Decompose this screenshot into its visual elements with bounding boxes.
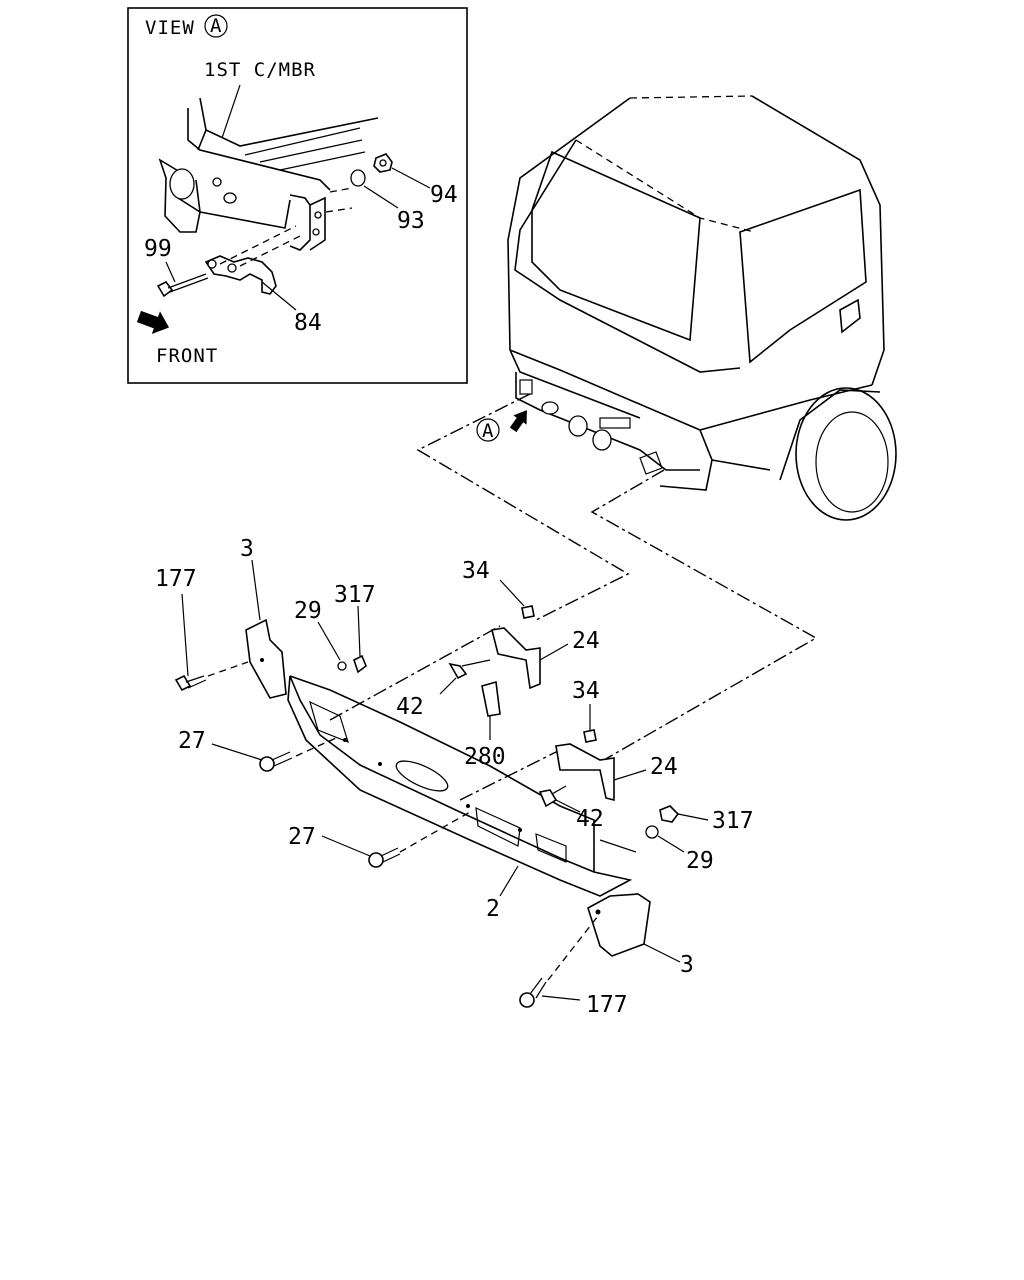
leader-42-upper: [439, 677, 457, 695]
callout-24-upper: 24: [572, 628, 600, 654]
view-a-letter: A: [482, 420, 494, 442]
leader-box-right: [589, 469, 818, 769]
callout-34-upper: 34: [462, 558, 490, 584]
view-a-circle: [476, 418, 500, 442]
leader-3-lower: [643, 943, 681, 963]
washer-29-lower: [645, 825, 659, 839]
callout-24-lower: 24: [650, 754, 678, 780]
front-wheel: [795, 387, 897, 521]
callout-94: 94: [430, 182, 458, 208]
callout-29-upper: 29: [294, 598, 322, 624]
callout-27-lower: 27: [288, 824, 316, 850]
bracket-24-upper: [491, 627, 541, 690]
callout-93: 93: [397, 208, 425, 234]
callout-27-upper: 27: [178, 728, 206, 754]
washer-29-upper: [337, 661, 347, 671]
callout-280: 280: [464, 744, 506, 770]
leader-84: [261, 281, 297, 311]
crossmember-drawing: [158, 97, 379, 251]
callout-317-upper: 317: [334, 582, 376, 608]
callout-42-lower: 42: [576, 806, 604, 832]
callout-317-lower: 317: [712, 808, 754, 834]
inset-view-label: VIEW: [145, 17, 195, 39]
wheel-rim: [815, 411, 889, 513]
leader-upper-bracket: [329, 625, 501, 721]
dash-177-upper: [207, 661, 249, 677]
inset-view-letter: A: [210, 15, 222, 37]
bolt-177-upper: [174, 674, 207, 692]
leader-27-upper: [211, 743, 263, 761]
leader-34-upper: [499, 579, 525, 607]
leader-24-upper: [539, 643, 569, 661]
bracket-280: [481, 680, 501, 717]
callout-3-upper: 3: [240, 536, 254, 562]
leader-box-left: [416, 393, 630, 621]
dash-177-lower: [547, 915, 599, 981]
callout-29-lower: 29: [686, 848, 714, 874]
member-label: 1ST C/MBR: [204, 59, 316, 81]
leader-177-lower: [541, 995, 581, 1001]
callout-177-upper: 177: [155, 566, 197, 592]
bolt-27-lower: [368, 847, 401, 868]
inset-border: [127, 7, 468, 384]
bolt-42-upper: [448, 659, 491, 680]
leader-317-lower: [677, 813, 709, 821]
leader-317-upper: [357, 605, 361, 657]
callout-42-upper: 42: [396, 694, 424, 720]
dash-27-lower: [399, 811, 471, 853]
leader-29-lower-bracket: [599, 839, 637, 853]
view-a-marker: A: [476, 410, 527, 442]
callout-3-lower: 3: [680, 952, 694, 978]
callout-177-lower: 177: [586, 992, 628, 1018]
leader-24-lower: [613, 769, 647, 781]
leader-27-lower: [321, 835, 371, 857]
bumper-end-3-right: [587, 893, 651, 957]
leader-93: [363, 185, 399, 209]
inset-view-circle: [204, 14, 228, 38]
nut-317-lower: [659, 805, 680, 823]
leader-42-lower: [555, 799, 581, 813]
nut-317-upper: [353, 654, 367, 674]
callout-34-lower: 34: [572, 678, 600, 704]
leader-177-upper: [181, 593, 189, 677]
bolt-99: [156, 273, 209, 298]
leader-99: [165, 261, 176, 283]
callout-2: 2: [486, 896, 500, 922]
leader-29-upper: [317, 621, 341, 661]
view-a-inset: VIEW A 1ST C/MBR: [127, 7, 468, 384]
member-leader: [221, 84, 241, 139]
tow-hook-84: [204, 225, 301, 295]
leader-lower-bracket: [459, 749, 561, 801]
bolt-177-lower: [519, 977, 547, 1008]
leader-3-upper: [251, 559, 261, 621]
nut-94: [373, 153, 393, 173]
bumper-end-3-left: [245, 618, 287, 699]
leader-94: [391, 167, 431, 189]
front-label: FRONT: [156, 345, 218, 367]
nut-34-lower: [583, 729, 597, 743]
bracket-24-lower: [555, 743, 615, 802]
bolt-27-upper: [259, 751, 293, 772]
callout-99: 99: [144, 236, 172, 262]
bumper-2: [287, 675, 633, 897]
view-arrow-icon: [509, 410, 527, 433]
nut-34-upper: [521, 605, 535, 619]
front-arrow-icon: [136, 310, 170, 334]
leader-29-lower: [657, 835, 685, 853]
truck-cab: [507, 95, 897, 521]
callout-84: 84: [294, 310, 322, 336]
washer-93: [350, 169, 366, 187]
dash-27-upper: [295, 737, 337, 757]
leader-2: [499, 865, 519, 897]
